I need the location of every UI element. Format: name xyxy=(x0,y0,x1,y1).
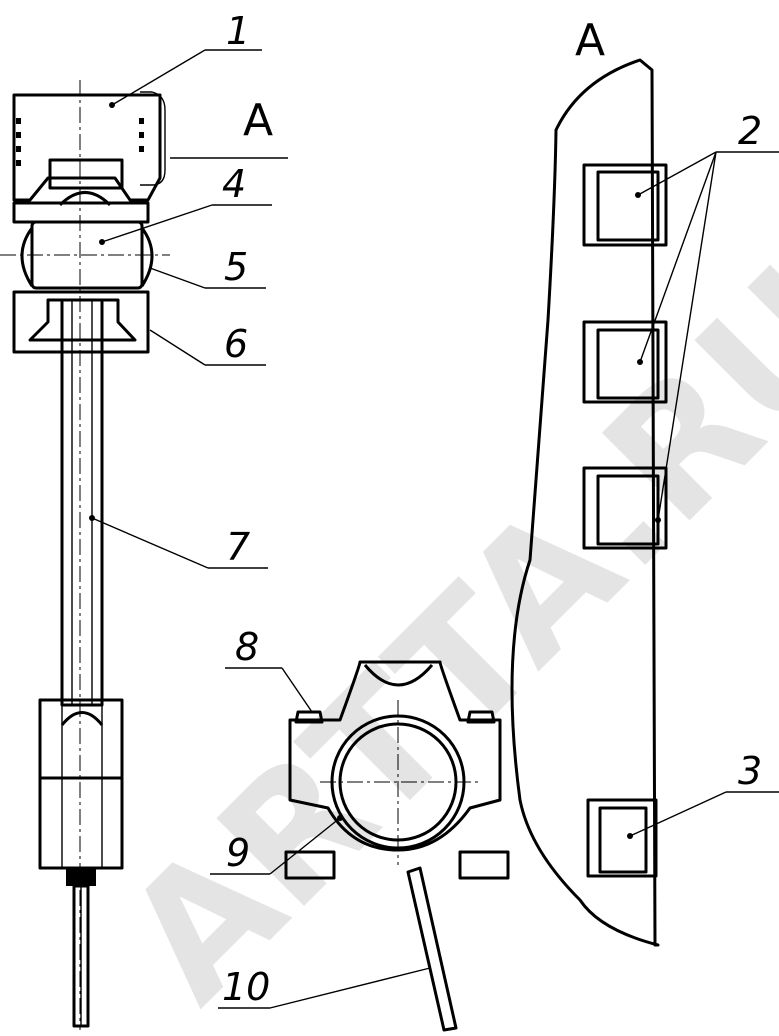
lower-clamp xyxy=(38,698,124,870)
watermark: ARTTA.RU xyxy=(89,230,779,1036)
top-block xyxy=(12,93,162,202)
insert-2 xyxy=(582,320,668,404)
callout-9: 9 xyxy=(226,831,250,875)
callout-1: 1 xyxy=(226,9,250,53)
nut-bottom-left xyxy=(284,850,336,880)
roller-arc-right xyxy=(140,227,154,287)
leader-dots xyxy=(89,102,661,839)
nut-bottom-right xyxy=(458,850,510,880)
section-label-right: A xyxy=(575,15,605,66)
callout-3: 3 xyxy=(738,749,762,793)
callout-6: 6 xyxy=(224,322,248,366)
callout-4: 4 xyxy=(222,162,246,206)
insert-1 xyxy=(582,163,668,247)
bearing-assembly xyxy=(284,660,510,1032)
bearing-body xyxy=(288,660,502,852)
watermark-text: ARTTA.RU xyxy=(89,230,779,1036)
bottom-block-cavity xyxy=(28,298,137,342)
section-a-view xyxy=(510,58,668,947)
nut-top-right xyxy=(466,710,496,724)
bottom-block xyxy=(12,290,150,354)
callout-5: 5 xyxy=(224,245,248,289)
holes-left xyxy=(16,118,144,166)
nut-top-left xyxy=(294,710,324,724)
callout-2: 2 xyxy=(738,109,762,153)
lower-nut xyxy=(66,868,96,886)
section-a-body xyxy=(510,58,660,947)
callout-7: 7 xyxy=(226,525,250,569)
top-block-bracket xyxy=(140,91,166,186)
left-assembly xyxy=(0,80,170,1030)
callout-10: 10 xyxy=(222,965,270,1009)
rod xyxy=(60,298,104,707)
top-block-slot xyxy=(48,158,124,190)
insert-bottom xyxy=(586,798,658,878)
middle-housing xyxy=(12,201,150,224)
angled-rod xyxy=(406,866,458,1032)
roller-top-arc xyxy=(58,191,112,207)
insert-3 xyxy=(582,466,668,550)
roller-arc-left xyxy=(20,227,34,287)
bearing-upper-cut xyxy=(363,664,434,687)
callout-8: 8 xyxy=(235,625,259,669)
section-label-left: A xyxy=(243,95,273,146)
leader-lines xyxy=(91,49,779,1009)
